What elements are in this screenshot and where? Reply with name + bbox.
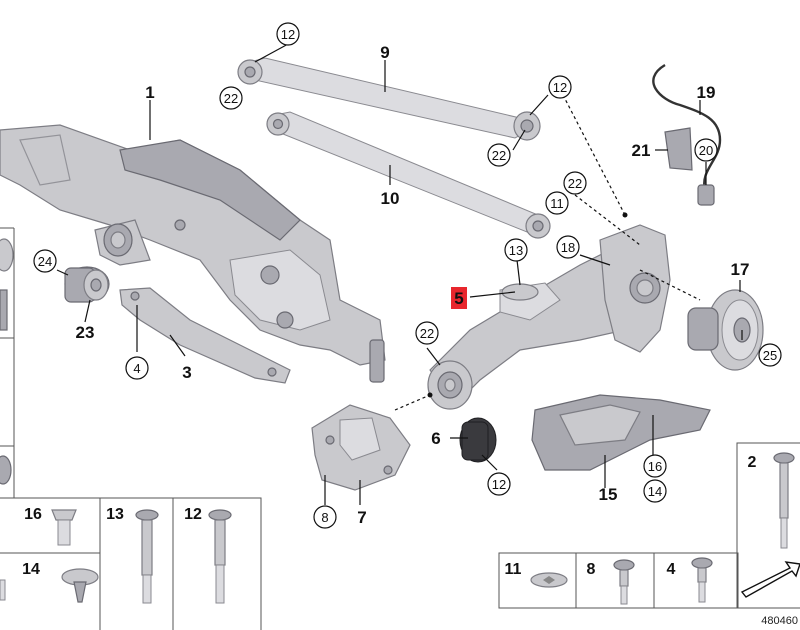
callout-1: 1	[145, 83, 154, 102]
callout-5[interactable]: 5	[454, 289, 463, 308]
wheel-hub-17	[687, 289, 764, 371]
svg-text:14: 14	[648, 484, 662, 499]
circle-12-top[interactable]: 12	[276, 22, 300, 46]
bracket-3	[119, 287, 291, 384]
svg-text:22: 22	[420, 326, 434, 341]
circle-22-mid[interactable]: 22	[487, 143, 511, 167]
bracket-7	[311, 404, 411, 491]
fastener-table-right: 11 8 4 2	[498, 442, 800, 609]
circle-4[interactable]: 4	[125, 356, 149, 380]
circle-18[interactable]: 18	[556, 235, 580, 259]
circle-12-right[interactable]: 12	[548, 75, 572, 99]
svg-text:16: 16	[648, 459, 662, 474]
svg-text:18: 18	[561, 240, 575, 255]
callout-19: 19	[697, 83, 716, 102]
circle-8[interactable]: 8	[313, 505, 337, 529]
svg-text:22: 22	[568, 176, 582, 191]
circle-22-bushing[interactable]: 22	[415, 321, 439, 345]
table-label-4: 4	[667, 561, 676, 578]
callout-9: 9	[380, 43, 389, 62]
svg-text:12: 12	[281, 27, 295, 42]
highlight-5-box	[451, 287, 467, 309]
callout-23: 23	[76, 323, 95, 342]
left-edge-panel	[0, 227, 15, 498]
table-label-8: 8	[587, 561, 596, 578]
callout-6: 6	[431, 429, 440, 448]
table-label-13: 13	[106, 506, 124, 523]
table-label-11: 11	[505, 561, 522, 578]
bushing-23	[64, 266, 110, 303]
circle-20[interactable]: 20	[694, 138, 718, 162]
bushing-6	[459, 417, 497, 463]
circle-14[interactable]: 14	[643, 479, 667, 503]
circle-13[interactable]: 13	[504, 238, 528, 262]
svg-text:12: 12	[492, 477, 506, 492]
callout-21: 21	[632, 141, 651, 160]
lower-control-arm-10	[266, 111, 551, 239]
circle-11[interactable]: 11	[545, 191, 569, 215]
clip-21	[664, 127, 693, 171]
leader-lines	[56, 42, 743, 505]
svg-text:8: 8	[321, 510, 328, 525]
callout-7: 7	[357, 508, 366, 527]
fastener-table-left: 16 13 12 14	[0, 497, 262, 630]
upper-control-arm-9	[237, 57, 541, 141]
callout-3: 3	[182, 363, 191, 382]
svg-text:22: 22	[492, 148, 506, 163]
trailing-arm-5	[427, 224, 671, 410]
table-label-14: 14	[22, 561, 40, 578]
svg-text:24: 24	[38, 254, 52, 269]
circle-24[interactable]: 24	[33, 249, 57, 273]
circled-callouts: 12 22 12 22 22 11 13 18 20 24 4 22 25 12…	[33, 22, 782, 529]
callout-17: 17	[731, 260, 750, 279]
image-number: 480460	[761, 615, 798, 627]
rear-subframe-1	[0, 124, 386, 383]
circle-22-knuckle[interactable]: 22	[563, 171, 587, 195]
svg-text:11: 11	[550, 196, 564, 211]
svg-text:25: 25	[763, 348, 777, 363]
svg-text:12: 12	[553, 80, 567, 95]
svg-text:13: 13	[509, 243, 523, 258]
circle-25[interactable]: 25	[758, 343, 782, 367]
circle-22-top-left[interactable]: 22	[219, 86, 243, 110]
svg-text:22: 22	[224, 91, 238, 106]
table-label-2: 2	[748, 454, 757, 471]
callout-15: 15	[599, 485, 618, 504]
callout-10: 10	[381, 189, 400, 208]
svg-text:4: 4	[133, 361, 140, 376]
svg-text:20: 20	[699, 143, 713, 158]
arrow-icon	[740, 561, 800, 598]
circle-16[interactable]: 16	[643, 454, 667, 478]
circle-12-bottom[interactable]: 12	[487, 472, 511, 496]
guard-15	[531, 394, 711, 471]
table-label-16: 16	[24, 506, 42, 523]
table-label-12: 12	[184, 506, 202, 523]
